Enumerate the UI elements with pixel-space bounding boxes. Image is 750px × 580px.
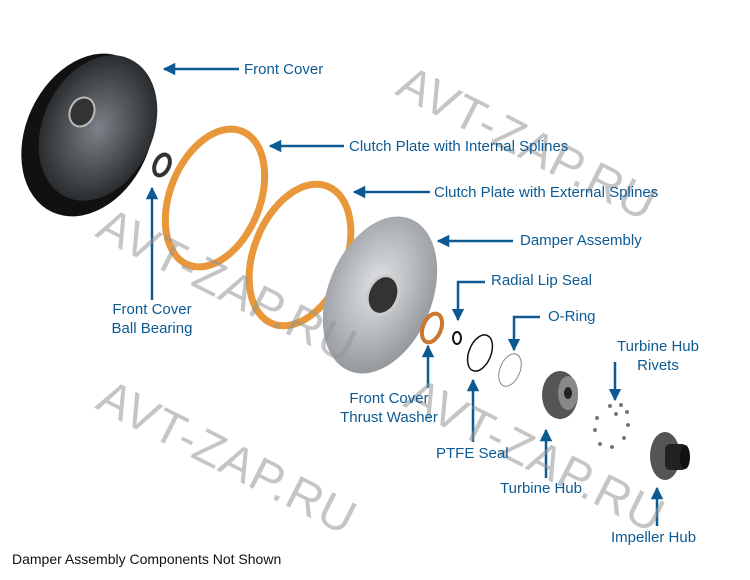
label-impeller-hub: Impeller Hub	[611, 529, 697, 546]
turbine-hub-part	[542, 371, 578, 419]
label-clutch-plate-internal: Clutch Plate with Internal Splines	[349, 138, 569, 155]
footer-note: Damper Assembly Components Not Shown	[12, 551, 282, 567]
front-cover-part	[21, 53, 158, 217]
label-line-2: Ball Bearing	[111, 320, 193, 337]
label-line-1: Turbine Hub	[617, 338, 699, 355]
o-ring-part	[498, 353, 522, 387]
label-turbine-hub-rivets: Turbine Hub Rivets	[605, 337, 711, 375]
leader-arrows	[145, 62, 664, 526]
label-turbine-hub: Turbine Hub	[500, 480, 582, 497]
clutch-plate-internal-part	[161, 125, 269, 271]
ball-bearing-part	[152, 152, 172, 178]
label-ptfe-seal: PTFE Seal	[436, 445, 509, 462]
label-clutch-plate-external: Clutch Plate with External Splines	[434, 184, 659, 201]
thrust-washer-part	[419, 311, 445, 345]
label-line-2: Rivets	[637, 357, 679, 374]
label-front-cover-ball-bearing: Front Cover Ball Bearing	[100, 300, 204, 338]
radial-lip-seal-part	[452, 331, 462, 345]
damper-assembly-part	[322, 216, 438, 374]
label-front-cover-thrust-washer: Front Cover Thrust Washer	[330, 389, 448, 427]
label-line-2: Thrust Washer	[340, 409, 438, 426]
ptfe-seal-part	[466, 334, 494, 372]
impeller-hub-part	[650, 432, 690, 480]
label-line-1: Front Cover	[112, 301, 192, 318]
turbine-hub-rivets-part	[593, 403, 630, 449]
label-line-1: Front Cover	[349, 390, 429, 407]
label-o-ring: O-Ring	[548, 308, 596, 325]
label-damper-assembly: Damper Assembly	[520, 232, 642, 249]
label-radial-lip-seal: Radial Lip Seal	[491, 272, 592, 289]
label-front-cover: Front Cover	[244, 61, 324, 78]
